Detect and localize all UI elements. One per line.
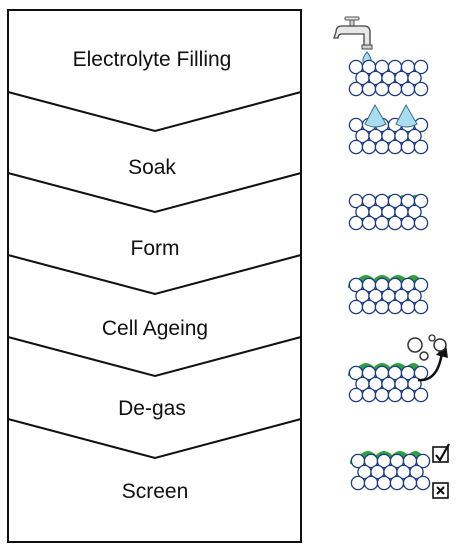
electrode-particle bbox=[415, 453, 431, 469]
particle-stack-5 bbox=[348, 365, 429, 403]
electrode-particle bbox=[400, 387, 416, 403]
step-label-electrolyte-filling: Electrolyte Filling bbox=[73, 48, 232, 71]
electrode-particle bbox=[387, 139, 403, 155]
step-label-cell-ageing: Cell Ageing bbox=[102, 317, 208, 340]
chevron-divider-2 bbox=[7, 172, 302, 214]
electrode-particle bbox=[374, 387, 390, 403]
electrode-particle bbox=[407, 288, 422, 304]
electrode-particle bbox=[361, 387, 377, 403]
particle-stack-1 bbox=[348, 59, 429, 97]
gas-bubble-icon bbox=[419, 351, 429, 361]
electrode-particle bbox=[400, 81, 416, 97]
electrode-particle bbox=[413, 387, 429, 403]
electrode-particle bbox=[402, 475, 418, 491]
thick-sei-layer-particles-icon bbox=[348, 275, 429, 315]
electrode-particle bbox=[361, 299, 377, 315]
electrode-particle bbox=[374, 139, 390, 155]
electrode-particle bbox=[374, 81, 390, 97]
chevron-divider-3 bbox=[7, 254, 302, 296]
electrode-particle bbox=[413, 59, 429, 75]
electrode-particle bbox=[387, 299, 403, 315]
electrode-particle bbox=[387, 215, 403, 231]
electrode-particle bbox=[363, 475, 379, 491]
electrode-particle bbox=[413, 215, 429, 231]
thin-sei-layer-particles-icon bbox=[348, 193, 429, 231]
electrode-particle bbox=[350, 475, 366, 491]
electrode-particle bbox=[361, 139, 377, 155]
electrode-particle bbox=[407, 376, 422, 392]
pass-fail-check-icon bbox=[350, 443, 450, 499]
electrode-particle bbox=[415, 475, 431, 491]
electrode-particle bbox=[413, 299, 429, 315]
chevron-divider-4 bbox=[7, 336, 302, 378]
electrode-particle bbox=[374, 299, 390, 315]
electrode-particle bbox=[413, 193, 429, 209]
electrode-particle bbox=[348, 139, 364, 155]
electrode-particle bbox=[400, 299, 416, 315]
particle-stack-2 bbox=[348, 117, 429, 155]
electrode-particle bbox=[407, 128, 422, 144]
electrode-particle bbox=[407, 70, 422, 86]
electrode-particle bbox=[387, 81, 403, 97]
particle-stack-6 bbox=[350, 453, 431, 491]
electrode-particle bbox=[374, 215, 390, 231]
step-label-form: Form bbox=[131, 237, 180, 260]
particle-stack-3 bbox=[348, 193, 429, 231]
step-label-soak: Soak bbox=[128, 156, 176, 179]
electrode-particle bbox=[348, 299, 364, 315]
droplets-on-particles-icon bbox=[348, 103, 429, 155]
step-label-de-gas: De-gas bbox=[118, 397, 186, 420]
electrode-particle bbox=[389, 475, 405, 491]
gas-release-arrow-icon bbox=[417, 351, 444, 382]
gas-bubble-icon bbox=[407, 337, 423, 353]
electrode-particle bbox=[348, 215, 364, 231]
electrode-particle bbox=[413, 139, 429, 155]
chevron-divider-5 bbox=[7, 418, 302, 460]
electrode-particle bbox=[348, 387, 364, 403]
electrolyte-droplet-icon bbox=[364, 103, 387, 128]
electrode-particle bbox=[361, 215, 377, 231]
electrode-particle bbox=[409, 464, 424, 480]
faucet-icon bbox=[333, 16, 373, 50]
electrode-particle bbox=[407, 204, 422, 220]
faucet-droplet-particles-icon bbox=[333, 16, 429, 97]
gas-bubble-icon bbox=[433, 338, 447, 352]
checkbox-rejected-icon bbox=[432, 482, 449, 499]
electrode-particle bbox=[400, 215, 416, 231]
electrode-particle bbox=[400, 139, 416, 155]
electrode-particle bbox=[361, 81, 377, 97]
electrolyte-droplet-icon bbox=[395, 103, 418, 128]
particle-stack-4 bbox=[348, 277, 429, 315]
electrode-particle bbox=[376, 475, 392, 491]
flow-outline bbox=[7, 9, 302, 543]
electrode-particle bbox=[413, 81, 429, 97]
process-flow bbox=[7, 9, 302, 543]
electrode-particle bbox=[413, 277, 429, 293]
gas-bubbles-release-icon bbox=[348, 334, 448, 403]
gas-bubble-icon bbox=[428, 334, 436, 342]
electrode-particle bbox=[387, 387, 403, 403]
checkbox-checked-icon bbox=[432, 443, 450, 463]
chevron-divider-1 bbox=[7, 91, 302, 133]
electrode-particle bbox=[348, 81, 364, 97]
step-label-screen: Screen bbox=[122, 480, 189, 503]
